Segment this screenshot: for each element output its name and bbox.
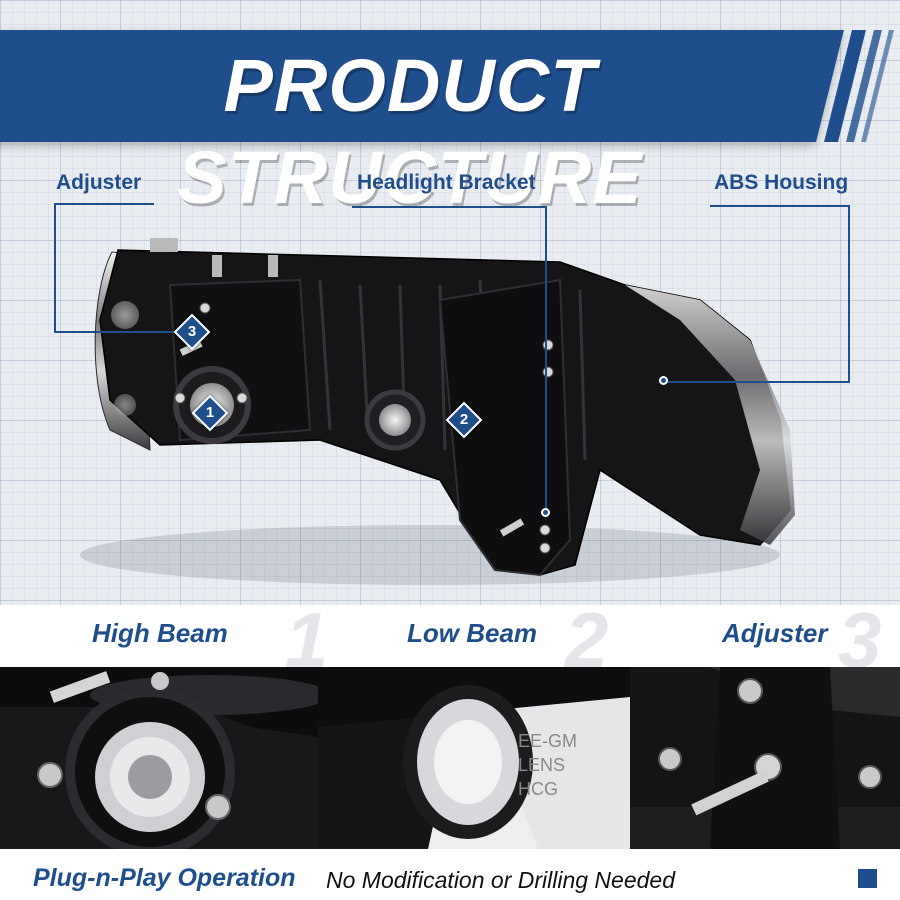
feature-label-low-beam: Low Beam (407, 618, 538, 648)
adjuster-closeup-photo (630, 667, 900, 849)
svg-text:HCG: HCG (518, 779, 558, 799)
callout-line (54, 203, 56, 333)
footer-accent-square (858, 869, 877, 888)
feature-number-3: 3 (838, 596, 882, 684)
feature-number-1: 1 (285, 596, 329, 684)
footer-subtitle: No Modification or Drilling Needed (326, 867, 675, 893)
callout-dot (541, 508, 550, 517)
feature-label-adjuster: Adjuster (722, 618, 828, 648)
callout-headlight-bracket: Headlight Bracket (357, 171, 536, 194)
callout-line (665, 381, 850, 383)
high-beam-closeup-photo (0, 667, 318, 849)
feature-label-strip (0, 605, 900, 667)
callout-line (545, 206, 547, 516)
footer-bar (0, 849, 900, 900)
feature-number-2: 2 (565, 596, 609, 684)
svg-text:LENS: LENS (518, 755, 565, 775)
callout-line (848, 205, 850, 383)
page-title: PRODUCT STRUCTURE (177, 44, 643, 219)
footer-title: Plug-n-Play Operation (33, 864, 296, 892)
callout-line (710, 205, 850, 207)
low-beam-closeup-photo: EE-GM LENS HCG (318, 667, 630, 849)
callout-line (54, 203, 154, 205)
headlight-illustration (80, 238, 795, 585)
callout-line (54, 331, 194, 333)
callout-line (352, 206, 547, 208)
callout-dot (659, 376, 668, 385)
svg-text:EE-GM: EE-GM (518, 731, 577, 751)
feature-label-high-beam: High Beam (92, 618, 228, 648)
callout-adjuster: Adjuster (56, 171, 142, 194)
callout-abs-housing: ABS Housing (714, 171, 849, 194)
